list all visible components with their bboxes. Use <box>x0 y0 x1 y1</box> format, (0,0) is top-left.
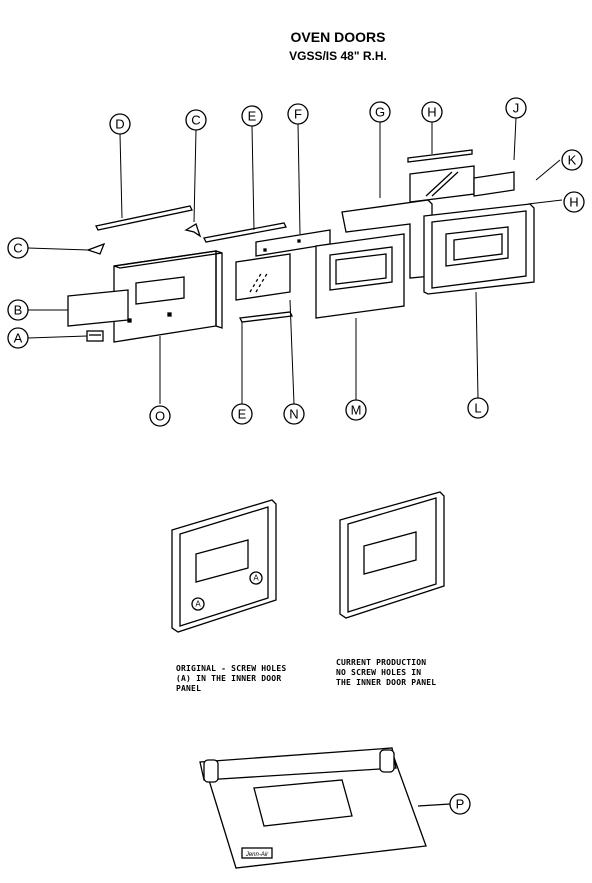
callout-O: O <box>155 409 165 424</box>
trim-rod <box>95 205 193 231</box>
upper-rod <box>407 149 473 163</box>
complete-door-assembly <box>199 747 451 869</box>
part-callouts <box>7 97 585 815</box>
inner-glass <box>235 253 291 301</box>
brand-badge: Jenn-Air <box>245 852 269 858</box>
strip-upper <box>203 222 287 243</box>
corner-bracket <box>86 242 106 255</box>
screw-hole-label-right: A <box>253 574 259 583</box>
diagram-subtitle: VGSS/IS 48" R.H. <box>289 49 387 63</box>
original-note: ORIGINAL - SCREW HOLES (A) IN THE INNER … <box>176 664 287 693</box>
current-inner-panel <box>339 491 445 619</box>
callout-D: D <box>115 117 124 132</box>
callout-C-upper: C <box>191 113 200 128</box>
hook-bracket <box>184 223 202 238</box>
diagram-title: OVEN DOORS <box>291 29 386 45</box>
current-note: CURRENT PRODUCTION NO SCREW HOLES IN THE… <box>336 658 437 687</box>
callout-F: F <box>294 107 302 122</box>
window-glass <box>67 289 129 327</box>
callout-C-left: C <box>13 241 22 256</box>
callout-H-right: H <box>569 195 578 210</box>
callout-L: L <box>474 401 481 416</box>
original-inner-panel <box>171 499 277 633</box>
callout-P: P <box>456 797 465 812</box>
outer-door-panel <box>113 250 223 343</box>
callout-E-upper: E <box>248 109 257 124</box>
callout-G: G <box>375 105 385 120</box>
door-frame <box>341 199 433 279</box>
inner-door-panel <box>315 233 405 319</box>
callout-H-upper: H <box>427 105 436 120</box>
glass-bracket <box>473 171 515 197</box>
callout-K: K <box>568 153 577 168</box>
door-liner <box>423 203 535 295</box>
screw-hole-label-left: A <box>195 600 201 609</box>
callout-A: A <box>14 331 23 346</box>
part-callout-letters: D C E F G H J K H C B A O E N M L P <box>13 101 578 812</box>
callout-B: B <box>14 303 23 318</box>
callout-J: J <box>513 101 520 116</box>
callout-N: N <box>289 407 298 422</box>
clip-part <box>86 330 104 342</box>
strip-lower <box>239 311 293 323</box>
leader-lines <box>27 117 563 405</box>
callout-M: M <box>351 403 362 418</box>
callout-E-lower: E <box>238 407 247 422</box>
glass-panel <box>409 165 475 203</box>
